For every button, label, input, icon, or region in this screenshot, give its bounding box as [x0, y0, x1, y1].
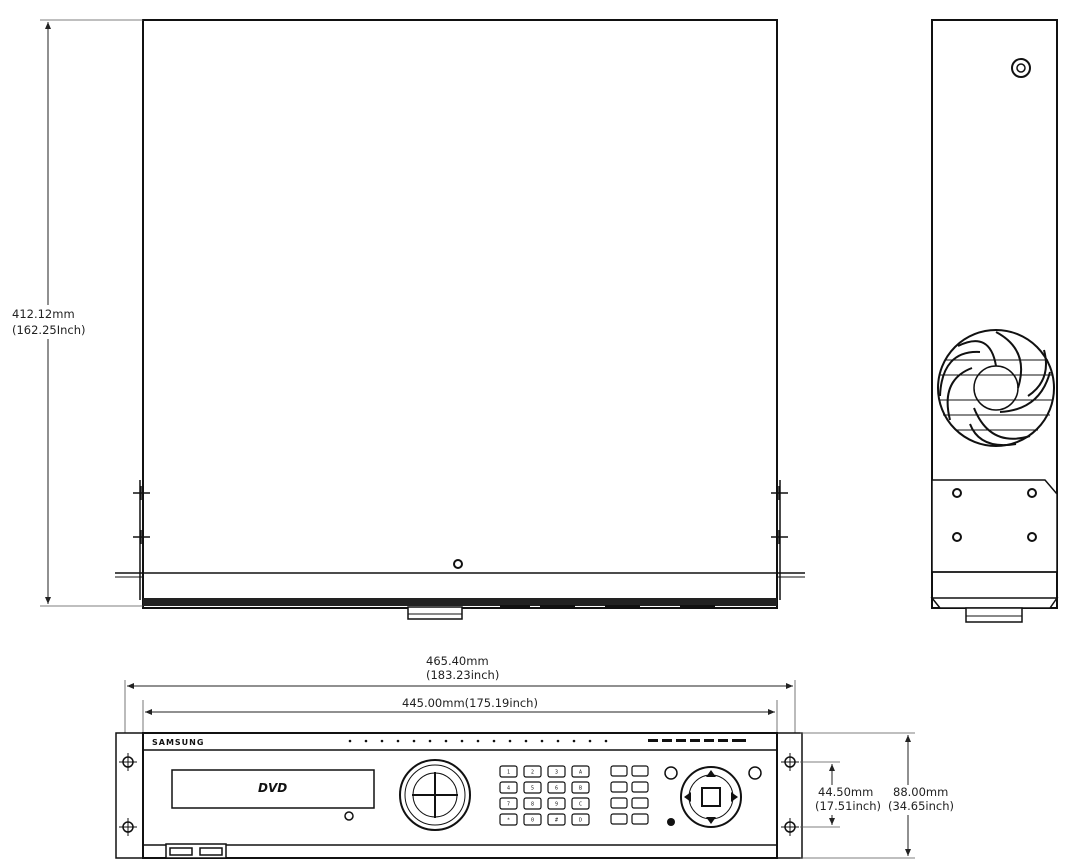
top-screw-icon: [453, 559, 463, 569]
keypad-key: [523, 781, 542, 794]
status-led-row: [348, 739, 746, 743]
keypad-key-label: 2: [531, 770, 534, 776]
keypad-key: [571, 765, 590, 778]
front-view: SAMSUNG DVD 1 2 3 A 4 5 6 B 7 8 9 C * 0 # D: [115, 732, 803, 859]
keypad-key-label: *: [507, 818, 510, 824]
keypad-key-label: 5: [531, 786, 534, 792]
top-view: [115, 19, 805, 620]
keypad-key: [499, 781, 518, 794]
keypad-key: [523, 797, 542, 810]
keypad-key: [571, 797, 590, 810]
keypad-key: [547, 781, 566, 794]
fan-grille-icon: [937, 329, 1055, 447]
depth-mm-label: 412.12mm: [12, 307, 75, 321]
keypad-key-label: C: [579, 802, 582, 808]
keypad-key: [499, 813, 518, 826]
top-view-chassis: [142, 19, 778, 609]
overall-width-dimension: 465.40mm (183.23inch): [124, 654, 796, 735]
depth-dimension: 412.12mm (162.25Inch): [6, 19, 143, 607]
dvd-tray: [171, 769, 375, 809]
bracket-screw-icon: [1027, 532, 1037, 542]
keypad-key: [499, 797, 518, 810]
side-bracket: [931, 479, 1058, 573]
brand-logo: SAMSUNG: [152, 738, 204, 747]
keypad-key: [499, 765, 518, 778]
keypad-key: [547, 797, 566, 810]
numeric-keypad: 1 2 3 A 4 5 6 B 7 8 9 C * 0 # D: [499, 765, 590, 826]
rack-pitch-dimension: 44.50mm (17.51inch): [800, 761, 881, 828]
side-view: [930, 19, 1059, 623]
usb-ports: [165, 843, 227, 859]
bracket-screw-icon: [1027, 488, 1037, 498]
body-width-label: 445.00mm(175.19inch): [402, 696, 538, 710]
jog-shuttle-dial: [399, 759, 471, 831]
body-width-dimension: 445.00mm(175.19inch): [142, 696, 778, 735]
depth-inch-label: (162.25Inch): [12, 323, 86, 337]
height-inch-label: (34.65inch): [888, 799, 954, 813]
keypad-key: [523, 813, 542, 826]
keypad-key: [547, 813, 566, 826]
keypad-key: [523, 765, 542, 778]
record-button-icon: [664, 766, 678, 780]
height-dimension: 88.00mm (34.65inch): [800, 732, 962, 859]
bracket-screw-icon: [952, 488, 962, 498]
keypad-key: [571, 813, 590, 826]
keypad-key-label: #: [555, 818, 558, 824]
overall-width-mm-label: 465.40mm: [426, 654, 489, 668]
keypad-key-label: 1: [507, 770, 510, 776]
navigation-pad: [664, 766, 762, 828]
left-rack-ear: [115, 732, 144, 859]
function-keys: [610, 765, 649, 825]
keypad-key-label: 9: [555, 802, 558, 808]
right-rack-ear: [776, 732, 803, 859]
front-bezel-strip: [143, 598, 777, 606]
keypad-key: [547, 765, 566, 778]
keypad-key-label: B: [579, 786, 582, 792]
keypad-key-label: 3: [555, 770, 558, 776]
tray-eject-icon: [344, 811, 354, 821]
dvd-logo: DVD: [258, 781, 287, 795]
height-mm-label: 88.00mm: [893, 785, 948, 799]
menu-button-icon: [748, 766, 762, 780]
keypad-key: [571, 781, 590, 794]
keypad-key-label: 4: [507, 786, 510, 792]
rack-pitch-mm-label: 44.50mm: [818, 785, 873, 799]
rack-pitch-inch-label: (17.51inch): [815, 799, 881, 813]
keypad-key-label: 6: [555, 786, 558, 792]
keypad-key-label: A: [579, 770, 582, 776]
overall-width-inch-label: (183.23inch): [426, 668, 499, 682]
keypad-key-label: D: [579, 818, 582, 824]
keypad-key-label: 8: [531, 802, 534, 808]
keypad-key-label: 0: [531, 818, 534, 824]
power-button-icon: [667, 818, 675, 826]
keypad-key-label: 7: [507, 802, 510, 808]
bracket-screw-icon: [952, 532, 962, 542]
